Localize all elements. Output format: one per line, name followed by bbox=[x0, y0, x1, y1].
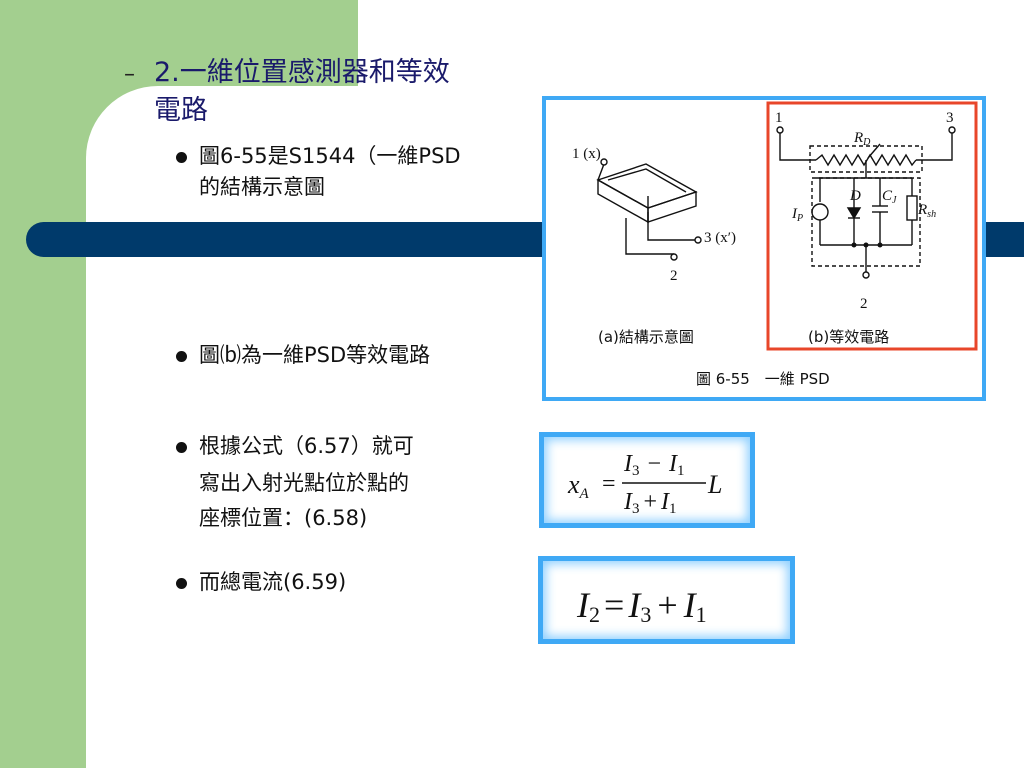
bullet-3-line3: 座標位置：(6.58) bbox=[199, 506, 368, 530]
equation-6-59: I2=I3+I1 bbox=[576, 585, 707, 627]
cj-label: CJ bbox=[882, 188, 897, 206]
equation-6-58: xA = I3−I1 I3+I1 L bbox=[567, 451, 722, 517]
psd-left-face bbox=[597, 178, 649, 224]
right-wire bbox=[916, 133, 953, 161]
pin1-terminal bbox=[600, 158, 608, 166]
rd-wiper-arrow bbox=[867, 143, 881, 159]
equivalent-circuit bbox=[776, 126, 956, 279]
psd-active-strip bbox=[607, 168, 687, 193]
junction-dot bbox=[851, 242, 857, 248]
eq2-expression: I2=I3+I1 bbox=[576, 585, 707, 627]
left-wire bbox=[779, 133, 816, 161]
bullet-dot bbox=[176, 152, 187, 163]
eq1-length: L bbox=[707, 470, 722, 499]
eq1-numerator: I3−I1 bbox=[623, 451, 685, 479]
bullet-1-line1: 圖6-55是S1544（一維PSD bbox=[199, 144, 461, 168]
pin2-terminal bbox=[670, 253, 678, 261]
ip-current-source bbox=[811, 203, 829, 221]
heading-line1: 2.一維位置感測器和等效 bbox=[154, 57, 450, 88]
rd-resistor bbox=[815, 153, 917, 167]
fig-b-pin2-label: 2 bbox=[860, 296, 868, 312]
junction-dot bbox=[863, 242, 869, 248]
eq1-equals: = bbox=[602, 471, 616, 497]
psd-figure-panel: 1 (x) 3 (x′) 2 (a)結構示意圖 bbox=[542, 96, 986, 401]
pin2-wire bbox=[625, 218, 674, 255]
psd-structure-drawing bbox=[596, 158, 702, 261]
pin3-terminal bbox=[694, 236, 702, 244]
pin2-terminal bbox=[862, 271, 870, 279]
junction-dot bbox=[877, 242, 883, 248]
psd-top-face bbox=[596, 163, 698, 209]
fig-a-pin1-label: 1 (x) bbox=[572, 146, 601, 162]
psd-front-face bbox=[647, 191, 697, 223]
pin3-wire bbox=[647, 212, 696, 241]
diode-symbol bbox=[846, 207, 862, 220]
psd-figure: 1 (x) 3 (x′) 2 (a)結構示意圖 bbox=[572, 101, 978, 388]
fig-a-pin3-label: 3 (x′) bbox=[704, 230, 736, 246]
rd-dashed-box bbox=[809, 145, 923, 173]
bullet-dot bbox=[176, 442, 187, 453]
pin1-terminal bbox=[776, 126, 784, 134]
figure-title: 圖 6-55 一維 PSD bbox=[696, 370, 830, 388]
fig-a-caption: (a)結構示意圖 bbox=[598, 328, 694, 346]
rsh-label: Rsh bbox=[917, 202, 936, 220]
ip-label: IP bbox=[791, 206, 803, 224]
equation-6-58-box: xA = I3−I1 I3+I1 L bbox=[539, 432, 755, 528]
bullet-2-line1: 圖⒝為一維PSD等效電路 bbox=[199, 343, 431, 367]
bullet-dot bbox=[176, 578, 187, 589]
rsh-resistor bbox=[906, 195, 918, 221]
rd-label: RD bbox=[853, 130, 871, 148]
heading-dash: – bbox=[124, 62, 135, 87]
fig-b-pin3-label: 3 bbox=[946, 110, 954, 126]
diode-label: D bbox=[849, 188, 861, 204]
fig-b-caption: (b)等效電路 bbox=[808, 328, 889, 346]
equation-6-59-box: I2=I3+I1 bbox=[538, 556, 795, 644]
bullet-3-line1: 根據公式（6.57）就可 bbox=[199, 434, 414, 458]
bullet-dot bbox=[176, 351, 187, 362]
pin3-terminal bbox=[948, 126, 956, 134]
bullet-3-line2: 寫出入射光點位於點的 bbox=[199, 471, 409, 495]
fig-a-pin2-label: 2 bbox=[670, 268, 678, 284]
fig-b-pin1-label: 1 bbox=[775, 110, 783, 126]
circuit-red-frame bbox=[766, 101, 978, 351]
eq1-lhs: xA bbox=[567, 470, 590, 502]
pin1-lead bbox=[597, 163, 605, 181]
eq1-denominator: I3+I1 bbox=[623, 489, 677, 517]
bullet-4-line1: 而總電流(6.59) bbox=[199, 570, 347, 594]
heading-line2: 電路 bbox=[154, 95, 208, 126]
bullet-1-line2: 的結構示意圖 bbox=[199, 175, 325, 199]
